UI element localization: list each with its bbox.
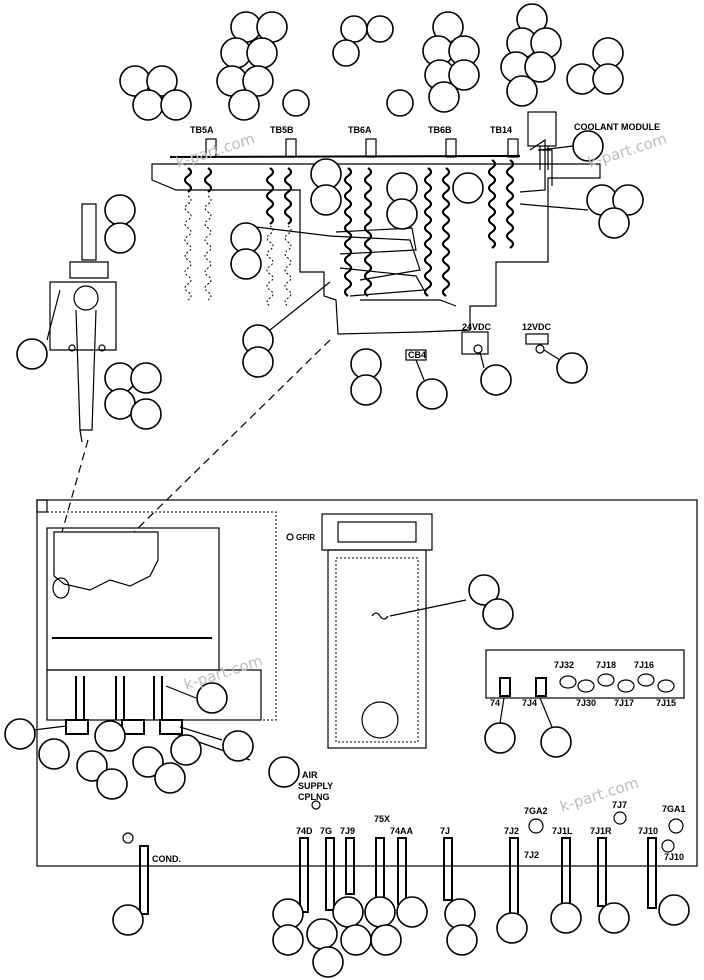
label-74: 74: [490, 698, 500, 708]
label-7j32: 7J32: [554, 660, 574, 670]
terminal-blocks: [183, 138, 519, 307]
label-7j10: 7J10: [638, 826, 658, 836]
control-panel: [36, 499, 698, 867]
label-7j2-b: 7J2: [524, 850, 539, 860]
label-74d: 74D: [296, 826, 313, 836]
label-7j17: 7J17: [614, 698, 634, 708]
callout-circles: [4, 3, 690, 978]
watermark-top-left: k-part.com: [174, 129, 257, 171]
leader-lines: [33, 145, 589, 731]
label-7j4: 7J4: [522, 698, 537, 708]
label-tb5a: TB5A: [190, 125, 214, 135]
diagram-labels: TB5A TB5B TB6A TB6B TB14 COOLANT MODULE …: [152, 122, 686, 864]
label-7j2: 7J2: [504, 826, 519, 836]
label-supply: SUPPLY: [298, 781, 333, 791]
label-24vdc: 24VDC: [462, 322, 492, 332]
label-cb4: CB4: [408, 350, 426, 360]
label-7j15: 7J15: [656, 698, 676, 708]
label-7j9: 7J9: [340, 826, 355, 836]
label-coolant-module: COOLANT MODULE: [574, 122, 660, 132]
label-7j: 7J: [440, 826, 450, 836]
label-air: AIR: [302, 770, 318, 780]
label-tb5b: TB5B: [270, 125, 294, 135]
terminal-mounting-plate: [151, 155, 601, 335]
label-7j30: 7J30: [576, 698, 596, 708]
label-tb6b: TB6B: [428, 125, 452, 135]
lever-assembly: [49, 203, 117, 443]
top-wiring: [247, 138, 553, 331]
label-75x: 75X: [374, 814, 390, 824]
label-7ga1: 7GA1: [662, 804, 686, 814]
label-tb14: TB14: [490, 125, 512, 135]
label-7ga2: 7GA2: [524, 806, 548, 816]
label-7j1l: 7J1L: [552, 826, 573, 836]
watermark-bottom-right: k-part.com: [558, 773, 641, 815]
label-74aa: 74AA: [390, 826, 414, 836]
label-7g: 7G: [320, 826, 332, 836]
label-7j10-b: 7J10: [664, 852, 684, 862]
label-7j1r: 7J1R: [590, 826, 612, 836]
label-cond: COND.: [152, 854, 181, 864]
label-12vdc: 12VDC: [522, 322, 552, 332]
label-tb6a: TB6A: [348, 125, 372, 135]
power-parts: [405, 331, 549, 361]
label-7j18: 7J18: [596, 660, 616, 670]
label-7j16: 7J16: [634, 660, 654, 670]
label-gfir: GFIR: [296, 533, 315, 542]
label-7j7: 7J7: [612, 800, 627, 810]
label-cplng: CPLNG: [298, 792, 330, 802]
